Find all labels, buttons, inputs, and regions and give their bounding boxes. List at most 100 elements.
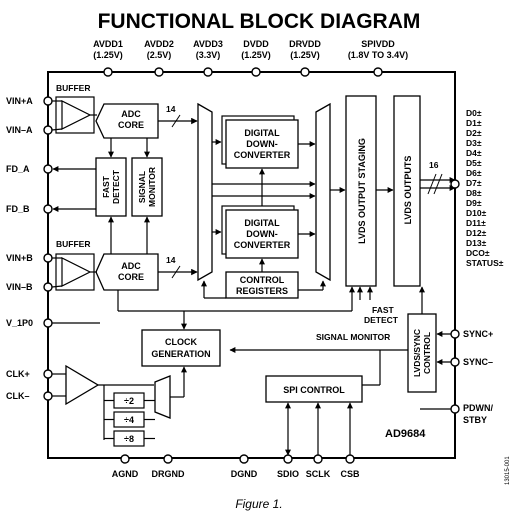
- supply-pin-value: (1.8V TO 3.4V): [348, 50, 408, 60]
- figure-code: 13015-001: [505, 456, 511, 485]
- bottom-pin-label: DRGND: [152, 469, 185, 479]
- pin-data-output: D9±: [466, 198, 482, 208]
- lvds-output-staging-label: LVDS OUTPUT STAGING: [357, 138, 367, 244]
- diagram-title: FUNCTIONAL BLOCK DIAGRAM: [98, 10, 421, 33]
- clock-dividers: ÷2 ÷4 ÷8: [104, 392, 155, 447]
- supply-pins: AVDD1(1.25V)AVDD2(2.5V)AVDD3(3.3V)DVDD(1…: [93, 39, 408, 77]
- pin-vin-b-neg: VIN–B: [6, 282, 33, 292]
- pin-data-output: STATUS±: [466, 258, 504, 268]
- signal-monitor-block: [131, 157, 163, 217]
- supply-pin-value: (1.25V): [241, 50, 271, 60]
- pin-data-output: D6±: [466, 168, 482, 178]
- bottom-pin-circle: [313, 454, 323, 464]
- pin-sync-neg: SYNC–: [463, 357, 493, 367]
- supply-pin-circle: [103, 67, 113, 77]
- pin-data-output: D8±: [466, 188, 482, 198]
- ddc-2-line3: CONVERTER: [234, 240, 291, 250]
- ddc-2-line1: DIGITAL: [244, 218, 280, 228]
- data-output-pin-circle: [450, 179, 460, 189]
- bottom-pin-circle: [239, 454, 249, 464]
- control-registers-line1: CONTROL: [240, 275, 285, 285]
- fast-detect-out-line1: FAST: [372, 305, 395, 315]
- supply-pin-value: (2.5V): [147, 50, 172, 60]
- buffer-b-label: BUFFER: [56, 239, 90, 249]
- bus-out-width: 16: [429, 160, 439, 170]
- supply-pin-value: (1.25V): [290, 50, 320, 60]
- bottom-pin-label: SDIO: [277, 469, 299, 479]
- data-outputs: D0±D1±D2±D3±D4±D5±D6±D7±D8±D9±D10±D11±D1…: [450, 108, 504, 268]
- supply-pin-circle: [300, 67, 310, 77]
- supply-pin-name: AVDD3: [193, 39, 223, 49]
- figure-caption: Figure 1.: [235, 497, 282, 511]
- pin-data-output: D7±: [466, 178, 482, 188]
- supply-pin-circle: [203, 67, 213, 77]
- adc-core-b-line2: CORE: [118, 272, 144, 282]
- lvds-outputs-block: [393, 95, 421, 287]
- signal-monitor-line1: SIGNAL: [137, 171, 147, 203]
- lvds-sync-control-line1: LVDS/SYNC: [412, 329, 422, 377]
- ddc-2-block: [225, 209, 299, 259]
- pin-v-1p0: V_1P0: [6, 318, 33, 328]
- adc-core-b-line1: ADC: [121, 261, 141, 271]
- ddc-1-line2: DOWN-: [246, 139, 278, 149]
- divider-label: ÷8: [124, 434, 134, 444]
- bus-b-width: 14: [166, 255, 176, 265]
- supply-pin-name: DRVDD: [289, 39, 321, 49]
- fast-detect-block: [95, 157, 127, 217]
- pin-data-output: DCO±: [466, 248, 490, 258]
- left-pins: VIN+A VIN–A FD_A FD_B VIN+B VIN–B V_1P0 …: [6, 96, 33, 401]
- divider-label: ÷4: [124, 415, 134, 425]
- ddc-1-line3: CONVERTER: [234, 150, 291, 160]
- control-registers-line2: REGISTERS: [236, 286, 288, 296]
- adc-core-b: [95, 253, 159, 291]
- ddc-2-line2: DOWN-: [246, 229, 278, 239]
- input-crossbar-mux: [197, 102, 213, 282]
- lvds-sync-control-line2: CONTROL: [422, 332, 432, 374]
- supply-pin-name: AVDD2: [144, 39, 174, 49]
- pin-vin-a-pos: VIN+A: [6, 96, 33, 106]
- divider-label: ÷2: [124, 396, 134, 406]
- pin-data-output: D13±: [466, 238, 487, 248]
- supply-pin-value: (1.25V): [93, 50, 123, 60]
- lvds-outputs-label: LVDS OUTPUTS: [403, 156, 413, 225]
- pin-data-output: D4±: [466, 148, 482, 158]
- adc-core-a-line1: ADC: [121, 109, 141, 119]
- clock-input-buffer: [65, 364, 100, 406]
- pin-fd-b: FD_B: [6, 204, 30, 214]
- buffer-b-triangle: [61, 257, 92, 287]
- bottom-pin-label: AGND: [112, 469, 139, 479]
- buffer-a-label: BUFFER: [56, 83, 90, 93]
- clock-mux: [154, 375, 171, 419]
- pin-stby: STBY: [463, 415, 487, 425]
- pin-data-output: D2±: [466, 128, 482, 138]
- spi-control-label: SPI CONTROL: [283, 385, 345, 395]
- supply-pin-name: DVDD: [243, 39, 269, 49]
- clock-generation-line1: CLOCK: [165, 337, 197, 347]
- pin-vin-b-pos: VIN+B: [6, 253, 33, 263]
- bottom-pin-circle: [163, 454, 173, 464]
- fast-detect-line1: FAST: [101, 175, 111, 198]
- pin-data-output: D12±: [466, 228, 487, 238]
- buffer-a-triangle: [61, 100, 92, 130]
- pin-data-output: D1±: [466, 118, 482, 128]
- pin-data-output: D10±: [466, 208, 487, 218]
- pin-data-output: D5±: [466, 158, 482, 168]
- bottom-pin-circle: [345, 454, 355, 464]
- pin-clk-pos: CLK+: [6, 369, 30, 379]
- fast-detect-line2: DETECT: [111, 169, 121, 204]
- pin-fd-a: FD_A: [6, 164, 30, 174]
- clock-generation-block: [141, 329, 221, 367]
- bottom-pin-circle: [283, 454, 293, 464]
- clock-generation-line2: GENERATION: [151, 349, 210, 359]
- bus-a-width: 14: [166, 104, 176, 114]
- part-number: AD9684: [385, 428, 426, 440]
- supply-pin-circle: [154, 67, 164, 77]
- supply-pin-value: (3.3V): [196, 50, 221, 60]
- bottom-pin-label: SCLK: [306, 469, 331, 479]
- spi-control-block: [265, 375, 363, 403]
- pin-data-output: D3±: [466, 138, 482, 148]
- bottom-pin-circle: [120, 454, 130, 464]
- supply-pin-circle: [251, 67, 261, 77]
